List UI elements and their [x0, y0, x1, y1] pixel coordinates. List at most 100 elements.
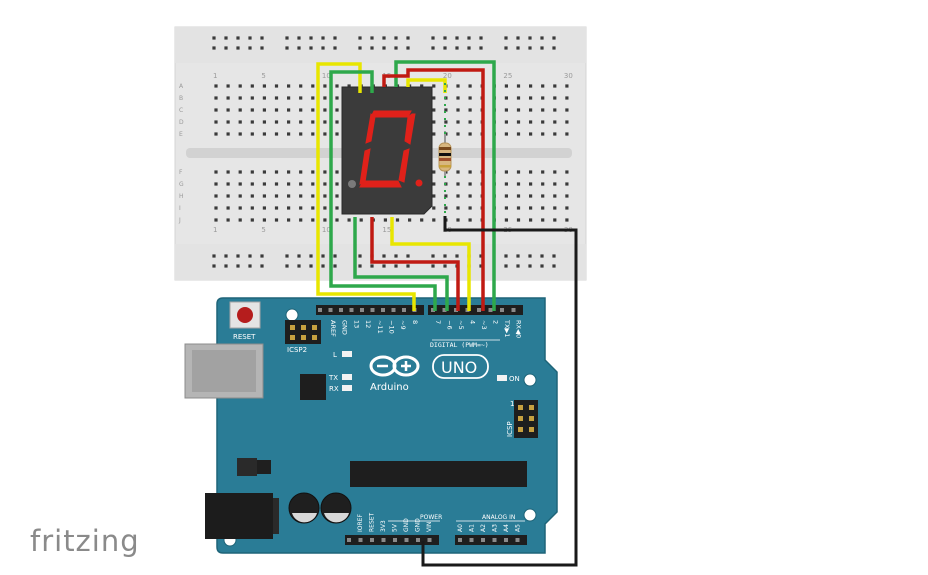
- header-pin: [454, 308, 458, 312]
- breadboard-hole: [238, 182, 242, 186]
- breadboard-hole: [226, 218, 230, 222]
- icsp-block: [514, 400, 538, 438]
- wire-green: [329, 70, 437, 311]
- breadboard-hole: [468, 96, 472, 100]
- icsp2-label: ICSP2: [287, 346, 307, 354]
- breadboard-hole: [431, 254, 435, 258]
- breadboard-hole: [553, 218, 557, 222]
- breadboard-hole: [309, 36, 313, 40]
- analog-pin-label: A0: [457, 524, 464, 532]
- digital-pin-label: GND: [341, 320, 349, 335]
- mount-hole: [523, 508, 537, 522]
- breadboard-hole: [529, 108, 533, 112]
- breadboard-hole: [468, 84, 472, 88]
- led-on: [497, 375, 507, 381]
- header-pin: [381, 538, 386, 542]
- breadboard-hole: [541, 194, 545, 198]
- breadboard-hole: [260, 264, 264, 268]
- breadboard-hole: [224, 36, 228, 40]
- breadboard-hole: [432, 84, 436, 88]
- digital-pin-label: ~9: [399, 320, 407, 330]
- breadboard-hole: [323, 206, 327, 210]
- breadboard-hole: [394, 46, 398, 50]
- breadboard-hole: [516, 194, 521, 198]
- breadboard-hole: [299, 194, 303, 198]
- breadboard-hole: [540, 264, 544, 268]
- breadboard-hole: [456, 218, 460, 222]
- row-label: A: [179, 83, 184, 90]
- breadboard-hole: [285, 36, 289, 40]
- breadboard-hole: [335, 194, 339, 198]
- digital-pin-label: 2: [492, 320, 500, 324]
- breadboard-hole: [248, 36, 252, 40]
- breadboard-hole: [214, 206, 218, 210]
- column-label: 5: [261, 72, 265, 80]
- breadboard-hole: [455, 46, 459, 50]
- breadboard-hole: [516, 84, 521, 88]
- breadboard-hole: [226, 206, 230, 210]
- breadboard-hole: [250, 170, 254, 174]
- breadboard-hole: [250, 182, 254, 186]
- reset-label: RESET: [233, 333, 256, 341]
- breadboard-hole: [335, 96, 339, 100]
- digital-pin-label: 4: [469, 320, 477, 324]
- breadboard-hole: [287, 96, 291, 100]
- breadboard-hole: [260, 254, 264, 258]
- header-pin: [416, 538, 420, 542]
- breadboard-hole: [408, 218, 412, 222]
- breadboard-hole: [260, 36, 264, 40]
- breadboard-hole: [214, 218, 218, 222]
- breadboard-hole: [516, 120, 521, 124]
- breadboard-hole: [382, 254, 386, 258]
- column-label: 1: [213, 226, 217, 234]
- breadboard-hole: [299, 206, 303, 210]
- digital-pin-label: ~6: [446, 320, 454, 330]
- power-header: [345, 535, 439, 545]
- breadboard-hole: [370, 264, 374, 268]
- breadboard-hole: [287, 218, 291, 222]
- digital-label: DIGITAL (PWM=~): [430, 341, 489, 349]
- breadboard-hole: [212, 254, 216, 258]
- header-pin: [370, 538, 374, 542]
- breadboard-hole: [541, 108, 545, 112]
- breadboard-hole: [456, 132, 460, 136]
- breadboard-hole: [262, 170, 266, 174]
- breadboard-hole: [432, 194, 436, 198]
- breadboard-hole: [432, 170, 436, 174]
- breadboard-hole: [335, 132, 339, 136]
- header-pin: [402, 308, 406, 312]
- breadboard-hole: [311, 84, 315, 88]
- digital-pin-label: AREF: [329, 320, 337, 337]
- breadboard-holes: [212, 36, 569, 268]
- breadboard-hole: [248, 254, 252, 258]
- breadboard-hole: [236, 36, 240, 40]
- breadboard-hole: [504, 108, 508, 112]
- breadboard-hole: [274, 218, 279, 222]
- breadboard-hole: [541, 182, 545, 186]
- breadboard-hole: [311, 108, 315, 112]
- breadboard-hole: [565, 206, 569, 210]
- header-pin: [518, 416, 523, 421]
- breadboard-hole: [504, 264, 508, 268]
- breadboard-hole: [382, 46, 386, 50]
- breadboard-hole: [214, 132, 218, 136]
- reset-button-icon[interactable]: [229, 301, 261, 329]
- segment-a: [370, 110, 412, 118]
- row-label: B: [179, 95, 183, 102]
- breadboard-hole: [250, 194, 254, 198]
- breadboard-hole: [528, 36, 532, 40]
- row-label: C: [179, 107, 183, 114]
- breadboard-hole: [553, 84, 557, 88]
- breadboard-hole: [540, 36, 544, 40]
- breadboard-hole: [431, 36, 435, 40]
- breadboard-hole: [287, 132, 291, 136]
- breadboard-hole: [432, 108, 436, 112]
- breadboard-hole: [333, 36, 337, 40]
- header-pin: [442, 308, 447, 312]
- breadboard-hole: [335, 182, 339, 186]
- breadboard-hole: [541, 96, 545, 100]
- header-pin: [301, 325, 306, 330]
- power-jack-icon: [205, 493, 279, 539]
- breadboard-hole: [323, 132, 327, 136]
